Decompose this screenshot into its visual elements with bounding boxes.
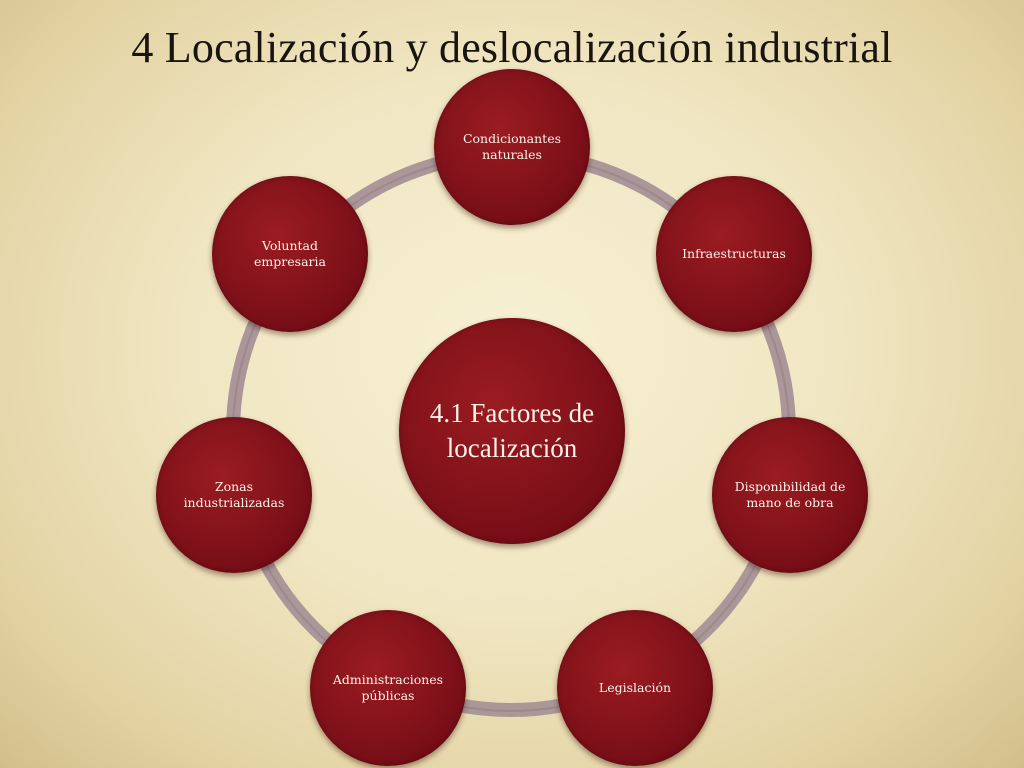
node-zonas-industrializadas: Zonas industrializadas <box>156 417 312 573</box>
node-infraestructuras: Infraestructuras <box>656 176 812 332</box>
slide-title: 4 Localización y deslocalización industr… <box>131 23 893 72</box>
node-condicionantes-naturales: Condicionantes naturales <box>434 69 590 225</box>
node-voluntad-empresaria: Voluntad empresaria <box>212 176 368 332</box>
center-node-factores-de-localizacion: 4.1 Factores de localización <box>399 318 625 544</box>
node-legislacion: Legislación <box>557 610 713 766</box>
node-disponibilidad-mano-de-obra: Disponibilidad de mano de obra <box>712 417 868 573</box>
node-administraciones-publicas: Administraciones públicas <box>310 610 466 766</box>
